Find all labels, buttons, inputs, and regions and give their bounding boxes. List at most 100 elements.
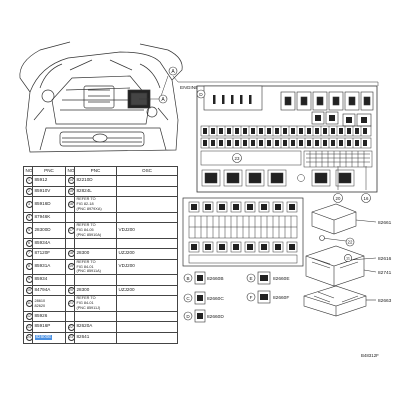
row-no-1: 2 [23,185,33,198]
part-number: 85916P [34,323,51,329]
row-no-2: 23 [65,331,75,344]
row-pnc-1: 87946K [32,211,66,224]
fuse-block-diagram [182,197,304,267]
row-pnc-1: 28300D [32,222,66,239]
svg-text:82616: 82616 [378,256,392,262]
svg-text:16: 16 [364,196,369,201]
row-number-circle: 2 [25,187,32,195]
callout-16-block: 16 [361,166,371,203]
row-pnc-1: 84794A [32,284,66,297]
part-number: 85916D [34,200,51,206]
row-pnc-2 [74,237,117,250]
row-no-1: 8 [23,258,33,276]
row-no-2: 20 [65,284,75,297]
row-osc [116,321,178,333]
row-pnc-1: 85916D [32,196,66,213]
row-no-1: 6 [23,237,33,250]
row-number-circle: 22 [67,323,74,331]
row-number-circle: 7 [25,250,32,258]
osc-code: UZJ200 [118,250,135,256]
header-osc: OSC [116,166,178,176]
connector-e: E 82660E [246,271,290,285]
row-pnc-1: 87120F [32,248,66,260]
row-number-circle: 13 [25,323,32,331]
svg-text:F: F [250,295,253,300]
row-pnc-1: 85931A [32,258,66,276]
part-number: 28300 [76,286,90,292]
connector-f: F 82660F [246,290,289,304]
row-number-circle: 20 [67,287,74,295]
row-pnc-1: 85916P [32,321,66,333]
row-number-circle: 5 [25,226,32,234]
part-number: 85912 [34,177,48,183]
row-number-circle: 17 [67,226,74,234]
header-no-2: NO. [65,166,75,176]
row-pnc-1: 85910V [32,185,66,198]
row-pnc-2 [74,211,117,224]
svg-text:A: A [171,69,175,75]
row-pnc-2: REFER TO FIG 84-01 (PNC 85911A) [74,258,117,276]
row-number-circle: 23 [67,334,74,342]
header-pnc-1: PNC [32,166,66,176]
row-osc: UZJ200 [116,284,178,297]
callout-a-top: A [158,94,168,104]
part-number: REFER TO FIG 84-01 (PNC 85911A) [76,259,101,274]
part-number: 85934 [34,276,48,282]
row-osc [116,331,178,344]
row-osc [116,185,178,198]
connector-b: B 82660B [183,271,224,285]
row-pnc-1: 28610 82620 [32,295,66,312]
header-pnc-2: PNC [74,166,117,176]
header-no-1: NO. [23,166,33,176]
part-number: 82210D [76,177,93,183]
part-number: 84794A [34,286,51,292]
figure-code: B48312F [361,353,379,358]
parts-table: NO. PNC NO. PNC OSC 1859121482210D285910… [23,166,178,344]
row-no-2: 22 [65,321,75,333]
svg-text:E: E [249,276,252,281]
svg-text:82660B: 82660B [207,276,224,282]
part-number: REFER TO FIG 84-05 (PNC 85910A) [76,223,102,237]
row-osc [116,295,178,312]
row-no-1: 7 [23,248,33,260]
row-pnc-2: 28300 [74,248,117,260]
part-number: 82824L [76,187,92,193]
row-number-circle: 12 [25,313,32,321]
row-no-1: 11 [23,295,33,312]
row-pnc-2: REFER TO FIG 82-18 (PNC 8979XA) [74,196,117,213]
row-osc [116,211,178,224]
callout-22: 22 [319,235,355,247]
row-osc [116,196,178,213]
row-number-circle: 6 [25,239,32,247]
part-number: 85926 [34,312,48,318]
svg-text:22: 22 [348,240,353,245]
row-pnc-1: 85934A [32,237,66,250]
row-no-2 [65,237,75,250]
row-no-1: 3 [23,196,33,213]
part-number: 85910V [34,187,51,193]
svg-text:82660C: 82660C [207,296,224,302]
svg-text:C: C [186,296,190,301]
row-number-circle: 10 [25,287,32,295]
callout-11: 11 [344,254,352,262]
row-osc [116,274,178,286]
part-number: 85931A [34,263,51,269]
row-number-circle: 1 [25,177,32,185]
row-number-circle: 21 [67,300,74,308]
row-pnc-1: 85926 [32,310,66,323]
row-pnc-2: 28300 [74,284,117,297]
parts-table-header: NO. PNC NO. PNC OSC [23,166,178,176]
row-no-1: 24 [23,331,33,344]
row-osc [116,310,178,323]
row-pnc-2 [74,274,117,286]
svg-text:82660E: 82660E [273,276,290,282]
row-pnc-2: 82824L [74,185,117,198]
